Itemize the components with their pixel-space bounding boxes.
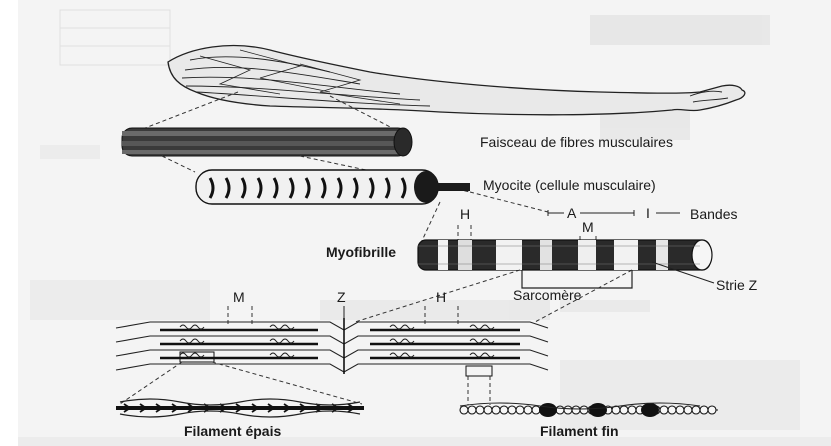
label-thick-filament: Filament épais <box>184 423 281 439</box>
myocyte-drawing <box>196 170 470 204</box>
label-sarcomere: Sarcomère <box>513 287 582 303</box>
band-letter-H: H <box>460 206 470 222</box>
fiber-bundle-drawing <box>122 128 412 156</box>
label-strie-z: Strie Z <box>716 277 758 293</box>
band-letter-H-bottom: H <box>436 289 446 305</box>
sarcomere-filaments-drawing <box>116 318 548 376</box>
label-myocyte: Myocite (cellule musculaire) <box>483 177 656 193</box>
bleed-through-background <box>30 10 800 430</box>
label-thin-filament: Filament fin <box>540 423 619 439</box>
myofibril-drawing <box>418 240 712 270</box>
band-letter-I: I <box>646 205 650 221</box>
label-bundle: Faisceau de fibres musculaires <box>480 134 673 150</box>
band-letter-M-top: M <box>582 219 594 235</box>
label-bands: Bandes <box>690 206 737 222</box>
band-letter-Z: Z <box>337 289 346 305</box>
band-letter-A: A <box>567 205 577 221</box>
arm-muscle-drawing <box>168 46 745 115</box>
band-letter-M-bottom: M <box>233 289 245 305</box>
thick-filament-drawing <box>116 399 364 417</box>
label-myofibril: Myofibrille <box>326 244 396 260</box>
